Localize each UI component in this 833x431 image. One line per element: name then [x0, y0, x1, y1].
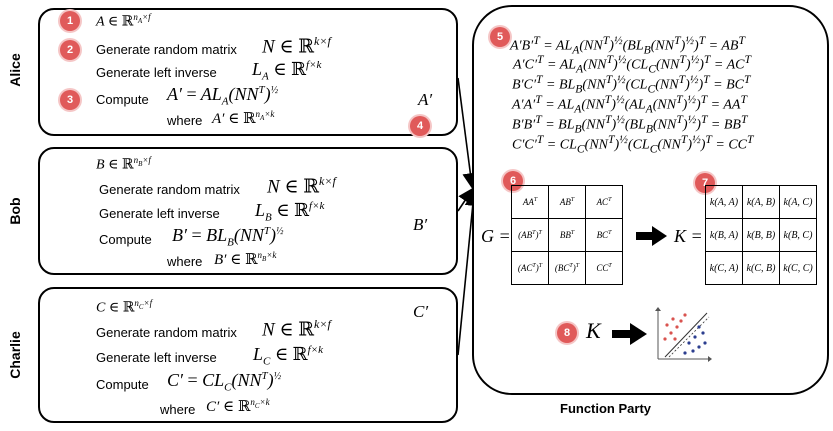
charlie-compute-formula: C′ = CLC(NNT)½: [167, 370, 282, 394]
badge-2: 2: [60, 40, 80, 60]
equation-5: B′B′T = BLB(NNT)½(BLB(NNT)½)T = BBT: [512, 113, 748, 136]
arrow-label-b: B′: [413, 215, 428, 234]
bob-data-formula: B ∈ ℝnB×f: [96, 155, 151, 173]
charlie-data-formula: C ∈ ℝnC×f: [96, 298, 153, 316]
alice-gen-random: Generate random matrix: [96, 42, 237, 57]
charlie-box: [38, 287, 458, 423]
bob-where: where: [167, 254, 203, 269]
kernel-cell: k(C, B): [742, 251, 780, 285]
alice-compute: Compute: [96, 92, 149, 107]
gram-cell: CCT: [585, 251, 623, 285]
charlie-where: where: [160, 402, 196, 417]
badge-3: 3: [60, 90, 80, 110]
alice-where-formula: A′ ∈ ℝnA×k: [212, 109, 275, 127]
gram-cell: BBT: [548, 218, 586, 252]
bob-inverse-formula: LB ∈ ℝf×k: [255, 200, 325, 224]
gram-cell: ABT: [548, 185, 586, 219]
badge-5: 5: [490, 27, 510, 47]
gram-cell: ACT: [585, 185, 623, 219]
gram-to-kernel-arrow: [636, 226, 667, 246]
kernel-cell: k(A, C): [779, 185, 817, 219]
kernel-cell: k(B, B): [742, 218, 780, 252]
charlie-random-formula: N ∈ ℝk×f: [262, 317, 331, 341]
arrow-alice: [457, 77, 479, 190]
final-k-label: K: [586, 318, 601, 343]
alice-box: [38, 8, 458, 136]
bob-gen-inverse: Generate left inverse: [99, 206, 220, 221]
bob-random-formula: N ∈ ℝk×f: [267, 174, 336, 198]
k-to-classifier-arrow: [612, 323, 647, 345]
equation-3: B′C′T = BLB(NNT)½(CLC(NNT)½)T = BCT: [512, 73, 751, 96]
kernel-cell: k(B, A): [705, 218, 743, 252]
arrow-charlie: [457, 189, 481, 356]
classifier-scatter-icon: [655, 307, 712, 362]
equation-6: C′C′T = CLC(NNT)½(CLC(NNT)½)T = CCT: [512, 133, 754, 156]
charlie-where-formula: C′ ∈ ℝnC×k: [206, 397, 270, 415]
gram-matrix: AAT ABT ACT (ABT)T BBT BCT (ACT)T (BCT)T…: [511, 185, 623, 285]
kernel-cell: k(B, C): [779, 218, 817, 252]
function-party-label: Function Party: [560, 401, 652, 416]
kernel-cell: k(A, B): [742, 185, 780, 219]
kernel-matrix: k(A, A) k(A, B) k(A, C) k(B, A) k(B, B) …: [705, 185, 817, 285]
alice-gen-inverse: Generate left inverse: [96, 65, 217, 80]
alice-where: where: [167, 113, 203, 128]
kernel-cell: k(C, A): [705, 251, 743, 285]
bob-box: [38, 147, 458, 275]
bob-compute: Compute: [99, 232, 152, 247]
arrow-label-c: C′: [413, 302, 429, 321]
alice-data-formula: A ∈ ℝnA×f: [96, 12, 151, 30]
arrow-label-a: A′: [418, 90, 433, 109]
charlie-gen-random: Generate random matrix: [96, 325, 237, 340]
badge-8: 8: [557, 323, 577, 343]
charlie-gen-inverse: Generate left inverse: [96, 350, 217, 365]
gram-cell: BCT: [585, 218, 623, 252]
gram-cell: (ACT)T: [511, 251, 549, 285]
kernel-cell: k(C, C): [779, 251, 817, 285]
arrow-bob: [457, 187, 474, 212]
equation-4: A′A′T = ALA(NNT)½(ALA(NNT)½)T = AAT: [512, 93, 747, 116]
alice-inverse-formula: LA ∈ ℝf×k: [252, 59, 322, 83]
badge-4: 4: [410, 116, 430, 136]
bob-where-formula: B′ ∈ ℝnB×k: [214, 250, 277, 268]
badge-1: 1: [60, 11, 80, 31]
bob-gen-random: Generate random matrix: [99, 182, 240, 197]
alice-compute-formula: A′ = ALA(NNT)½: [167, 84, 279, 108]
kernel-label: K =: [674, 226, 703, 246]
alice-random-formula: N ∈ ℝk×f: [262, 34, 331, 58]
kernel-cell: k(A, A): [705, 185, 743, 219]
gram-cell: (ABT)T: [511, 218, 549, 252]
gram-label: G =: [481, 226, 511, 246]
gram-cell: AAT: [511, 185, 549, 219]
equation-2: A′C′T = ALA(NNT)½(CLC(NNT)½)T = ACT: [513, 53, 751, 76]
gram-cell: (BCT)T: [548, 251, 586, 285]
charlie-inverse-formula: LC ∈ ℝf×k: [253, 344, 324, 368]
charlie-compute: Compute: [96, 377, 149, 392]
bob-compute-formula: B′ = BLB(NNT)½: [172, 225, 284, 249]
equation-1: A′B′T = ALA(NNT)½(BLB(NNT)½)T = ABT: [510, 34, 745, 57]
